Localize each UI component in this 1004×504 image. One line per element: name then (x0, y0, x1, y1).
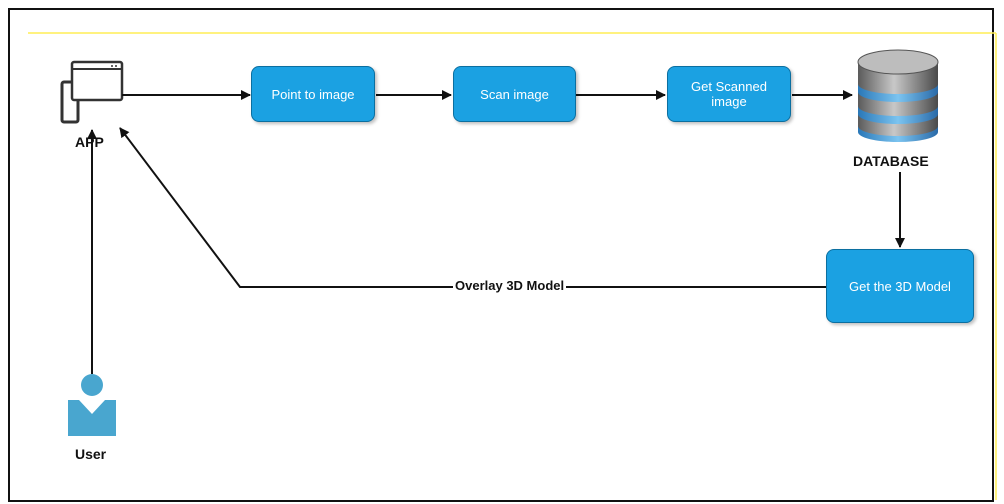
database-cylinder-icon (857, 49, 939, 142)
edge-overlay-to-app (119, 127, 826, 288)
node-get-scanned-image: Get Scanned image (667, 66, 791, 122)
label-user: User (75, 446, 107, 462)
edge-label-overlay: Overlay 3D Model (453, 278, 567, 293)
user-person-icon (68, 374, 116, 436)
node-get-3d-model: Get the 3D Model (826, 249, 974, 323)
label-database: DATABASE (853, 153, 929, 169)
node-scan-image: Scan image (453, 66, 576, 122)
app-window-device-icon (60, 60, 124, 124)
label-app: APP (75, 134, 104, 150)
diagram-frame (8, 8, 994, 502)
node-point-to-image: Point to image (251, 66, 375, 122)
